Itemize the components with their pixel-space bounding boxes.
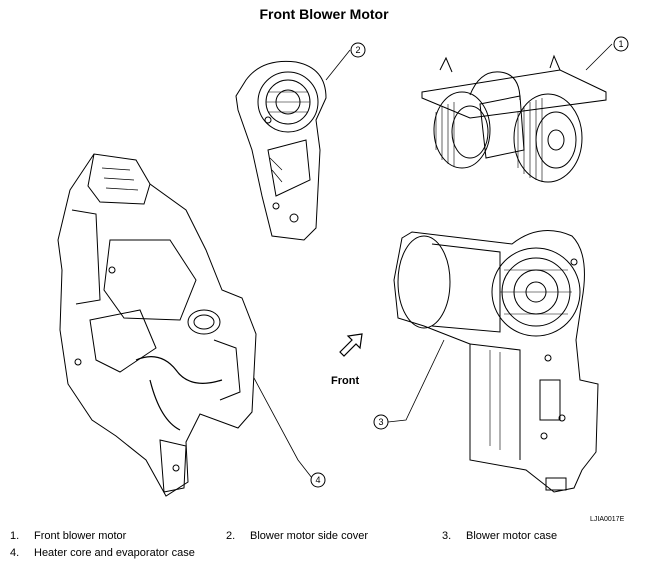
legend-item-4: 4. Heater core and evaporator case <box>10 547 195 559</box>
callout-3-label: 3 <box>378 417 383 427</box>
legend-item-2: 2. Blower motor side cover <box>226 530 368 542</box>
legend-item-3-text: Blower motor case <box>466 530 558 542</box>
heater-core-evaporator-case-drawing <box>57 153 257 497</box>
legend-item-2-text: Blower motor side cover <box>250 530 368 542</box>
callout-1-label: 1 <box>618 39 623 49</box>
callout-3: 3 <box>373 414 389 430</box>
front-label: Front <box>331 375 359 387</box>
legend-item-4-num: 4. <box>10 547 20 559</box>
callout-1: 1 <box>613 36 629 52</box>
callout-4-label: 4 <box>315 475 320 485</box>
legend-item-3: 3. Blower motor case <box>442 530 557 542</box>
callout-2: 2 <box>350 42 366 58</box>
callout-4: 4 <box>310 472 326 488</box>
legend-item-1: 1. Front blower motor <box>10 530 126 542</box>
legend-item-3-num: 3. <box>442 530 452 542</box>
front-direction-arrow <box>339 333 363 357</box>
callout-2-label: 2 <box>355 45 360 55</box>
blower-motor-side-cover-drawing <box>235 60 327 241</box>
blower-motor-case-drawing <box>393 230 599 493</box>
legend-item-1-text: Front blower motor <box>34 530 127 542</box>
figure-id: LJIA0017E <box>590 516 625 523</box>
diagram-title: Front Blower Motor <box>259 6 389 22</box>
legend-item-4-text: Heater core and evaporator case <box>34 547 195 559</box>
legend-item-1-num: 1. <box>10 530 20 542</box>
callout-leaders <box>253 43 613 479</box>
front-blower-motor-drawing <box>421 54 607 183</box>
legend-item-2-num: 2. <box>226 530 236 542</box>
